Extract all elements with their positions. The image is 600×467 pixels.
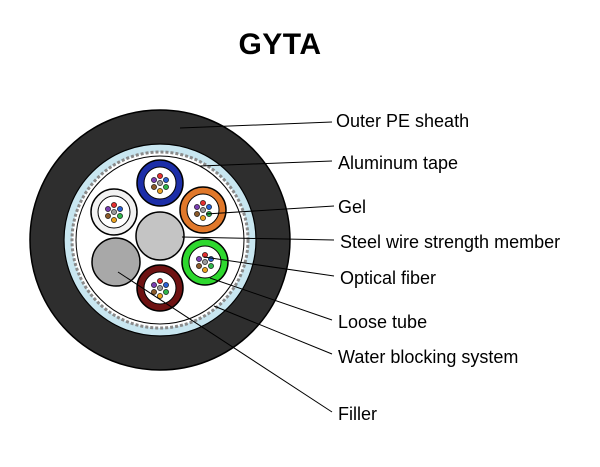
optical-fiber: [163, 289, 169, 295]
optical-fiber: [202, 267, 208, 273]
optical-fiber: [111, 202, 117, 208]
optical-fiber: [202, 259, 208, 265]
leader-water-blocking: [213, 305, 333, 355]
loose-tube-brown: [136, 264, 184, 312]
label-steel-wire-strength-member: Steel wire strength member: [340, 232, 561, 252]
optical-fiber: [111, 217, 117, 223]
optical-fiber: [105, 213, 111, 219]
label-water-blocking-system: Water blocking system: [338, 347, 519, 367]
label-loose-tube: Loose tube: [338, 312, 428, 332]
optical-fiber: [200, 207, 206, 213]
leader-loose-tube: [209, 277, 333, 321]
filler-rod: [91, 237, 141, 287]
leader-aluminum-tape: [199, 160, 333, 167]
optical-fiber: [208, 256, 214, 262]
optical-fiber: [117, 213, 123, 219]
optical-fiber: [157, 188, 163, 194]
optical-fiber: [151, 282, 157, 288]
label-filler: Filler: [338, 404, 377, 424]
optical-fiber: [157, 278, 163, 284]
optical-fiber: [206, 204, 212, 210]
label-gel: Gel: [338, 197, 367, 217]
optical-fiber: [163, 184, 169, 190]
optical-fiber: [151, 184, 157, 190]
optical-fiber: [196, 263, 202, 269]
optical-fiber: [111, 209, 117, 215]
optical-fiber: [151, 289, 157, 295]
leader-filler: [117, 271, 333, 413]
optical-fiber: [157, 293, 163, 299]
leader-strength-member: [181, 236, 335, 241]
optical-fiber: [163, 282, 169, 288]
label-optical-fiber: Optical fiber: [340, 268, 437, 288]
optical-fiber: [200, 215, 206, 221]
optical-fiber: [117, 206, 123, 212]
steel-wire-strength-member: [135, 211, 185, 261]
optical-fiber: [157, 285, 163, 291]
optical-fiber: [157, 180, 163, 186]
optical-fiber: [157, 173, 163, 179]
optical-fiber: [163, 177, 169, 183]
diagram-title: GYTA: [238, 28, 322, 61]
label-aluminum-tape: Aluminum tape: [338, 153, 459, 173]
leader-optical-fiber: [203, 256, 335, 277]
optical-fiber: [151, 177, 157, 183]
optical-fiber: [194, 204, 200, 210]
optical-fiber: [105, 206, 111, 212]
optical-fiber: [200, 200, 206, 206]
leader-outer-sheath: [179, 121, 333, 129]
optical-fiber: [196, 256, 202, 262]
loose-tube-green: [181, 238, 229, 286]
loose-tube-orange: [179, 186, 227, 234]
loose-tube-blue: [136, 159, 184, 207]
label-outer-pe-sheath: Outer PE sheath: [336, 111, 470, 131]
optical-fiber: [208, 263, 214, 269]
leader-gel: [205, 205, 335, 215]
loose-tube-white: [90, 188, 138, 236]
optical-fiber: [194, 211, 200, 217]
